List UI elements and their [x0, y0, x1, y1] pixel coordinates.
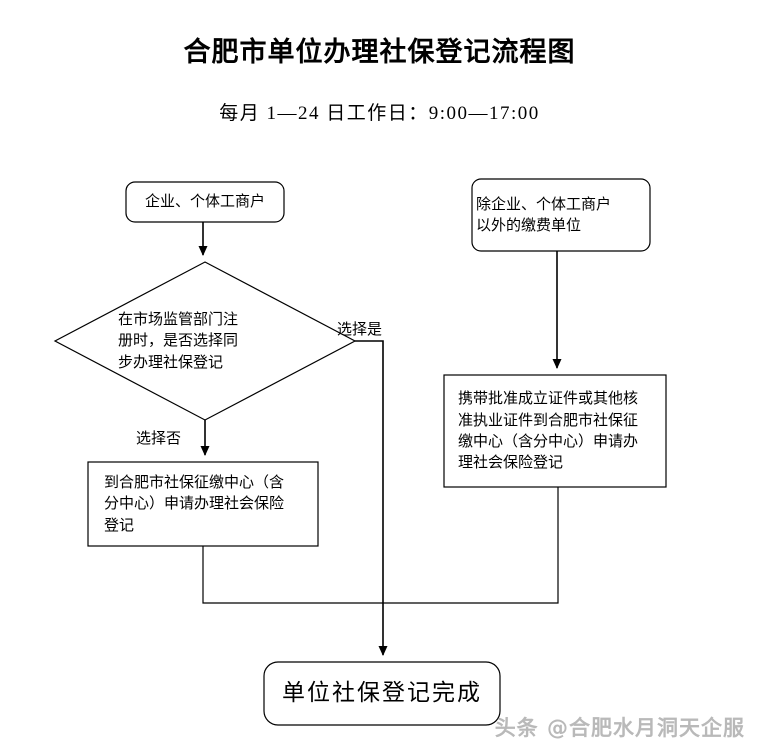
node-start-right-label: 除企业、个体工商户 以外的缴费单位 — [476, 194, 612, 234]
node-decision-label: 在市场监管部门注 册时，是否选择同 步办理社保登记 — [118, 310, 239, 371]
node-process-right-shape — [443, 374, 667, 488]
watermark: 头条 @合肥水月洞天企服 — [494, 716, 745, 740]
node-end-label: 单位社保登记完成 — [282, 680, 482, 706]
page-subtitle: 每月 1—24 日工作日：9:00—17:00 — [219, 103, 540, 124]
page-title: 合肥市单位办理社保登记流程图 — [183, 37, 576, 67]
edge-label-yes: 选择是 — [337, 320, 383, 338]
edge-process-left-to-merge — [202, 546, 383, 604]
edge-decision-yes-to-end — [355, 340, 388, 656]
node-start-left-label: 企业、个体工商户 — [144, 192, 265, 211]
node-start-right-shape — [471, 178, 651, 252]
node-start-left-shape — [125, 181, 285, 223]
edge-label-no: 选择否 — [136, 429, 182, 447]
node-end-shape — [263, 661, 501, 726]
node-process-left-label: 到合肥市社保征缴中心（含 分中心）申请办理社会保险 登记 — [104, 473, 285, 534]
node-process-right-label: 携带批准成立证件或其他核 准执业证件到合肥市社保征 缴中心（含分中心）申请办 理… — [458, 389, 639, 472]
edge-process-right-to-merge — [383, 487, 559, 604]
